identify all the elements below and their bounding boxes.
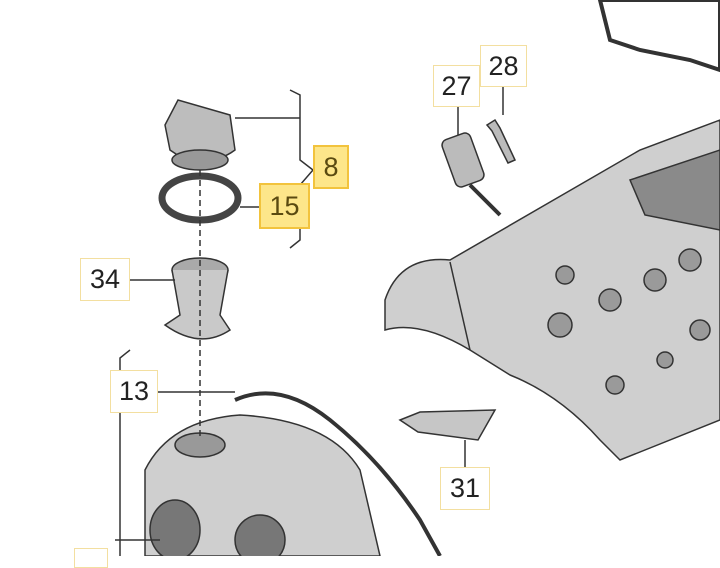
callout-partial[interactable] bbox=[74, 548, 108, 568]
callout-15[interactable]: 15 bbox=[259, 183, 310, 229]
callout-31[interactable]: 31 bbox=[440, 467, 490, 510]
sensor-part-27 bbox=[441, 132, 502, 217]
sealant-tube bbox=[398, 409, 497, 441]
callout-13[interactable]: 13 bbox=[110, 370, 158, 413]
gasket-seal bbox=[234, 391, 442, 556]
callout-27[interactable]: 27 bbox=[433, 65, 480, 107]
valve-cover-housing bbox=[384, 119, 720, 461]
callout-34[interactable]: 34 bbox=[80, 258, 130, 301]
callout-28[interactable]: 28 bbox=[480, 45, 527, 87]
bolt-part-28 bbox=[485, 118, 517, 164]
gasket-top-right bbox=[597, 0, 720, 73]
oil-filler-cap bbox=[164, 99, 236, 171]
filler-neck bbox=[163, 257, 232, 340]
parts-drawing bbox=[115, 0, 720, 556]
callout-8[interactable]: 8 bbox=[313, 145, 349, 189]
